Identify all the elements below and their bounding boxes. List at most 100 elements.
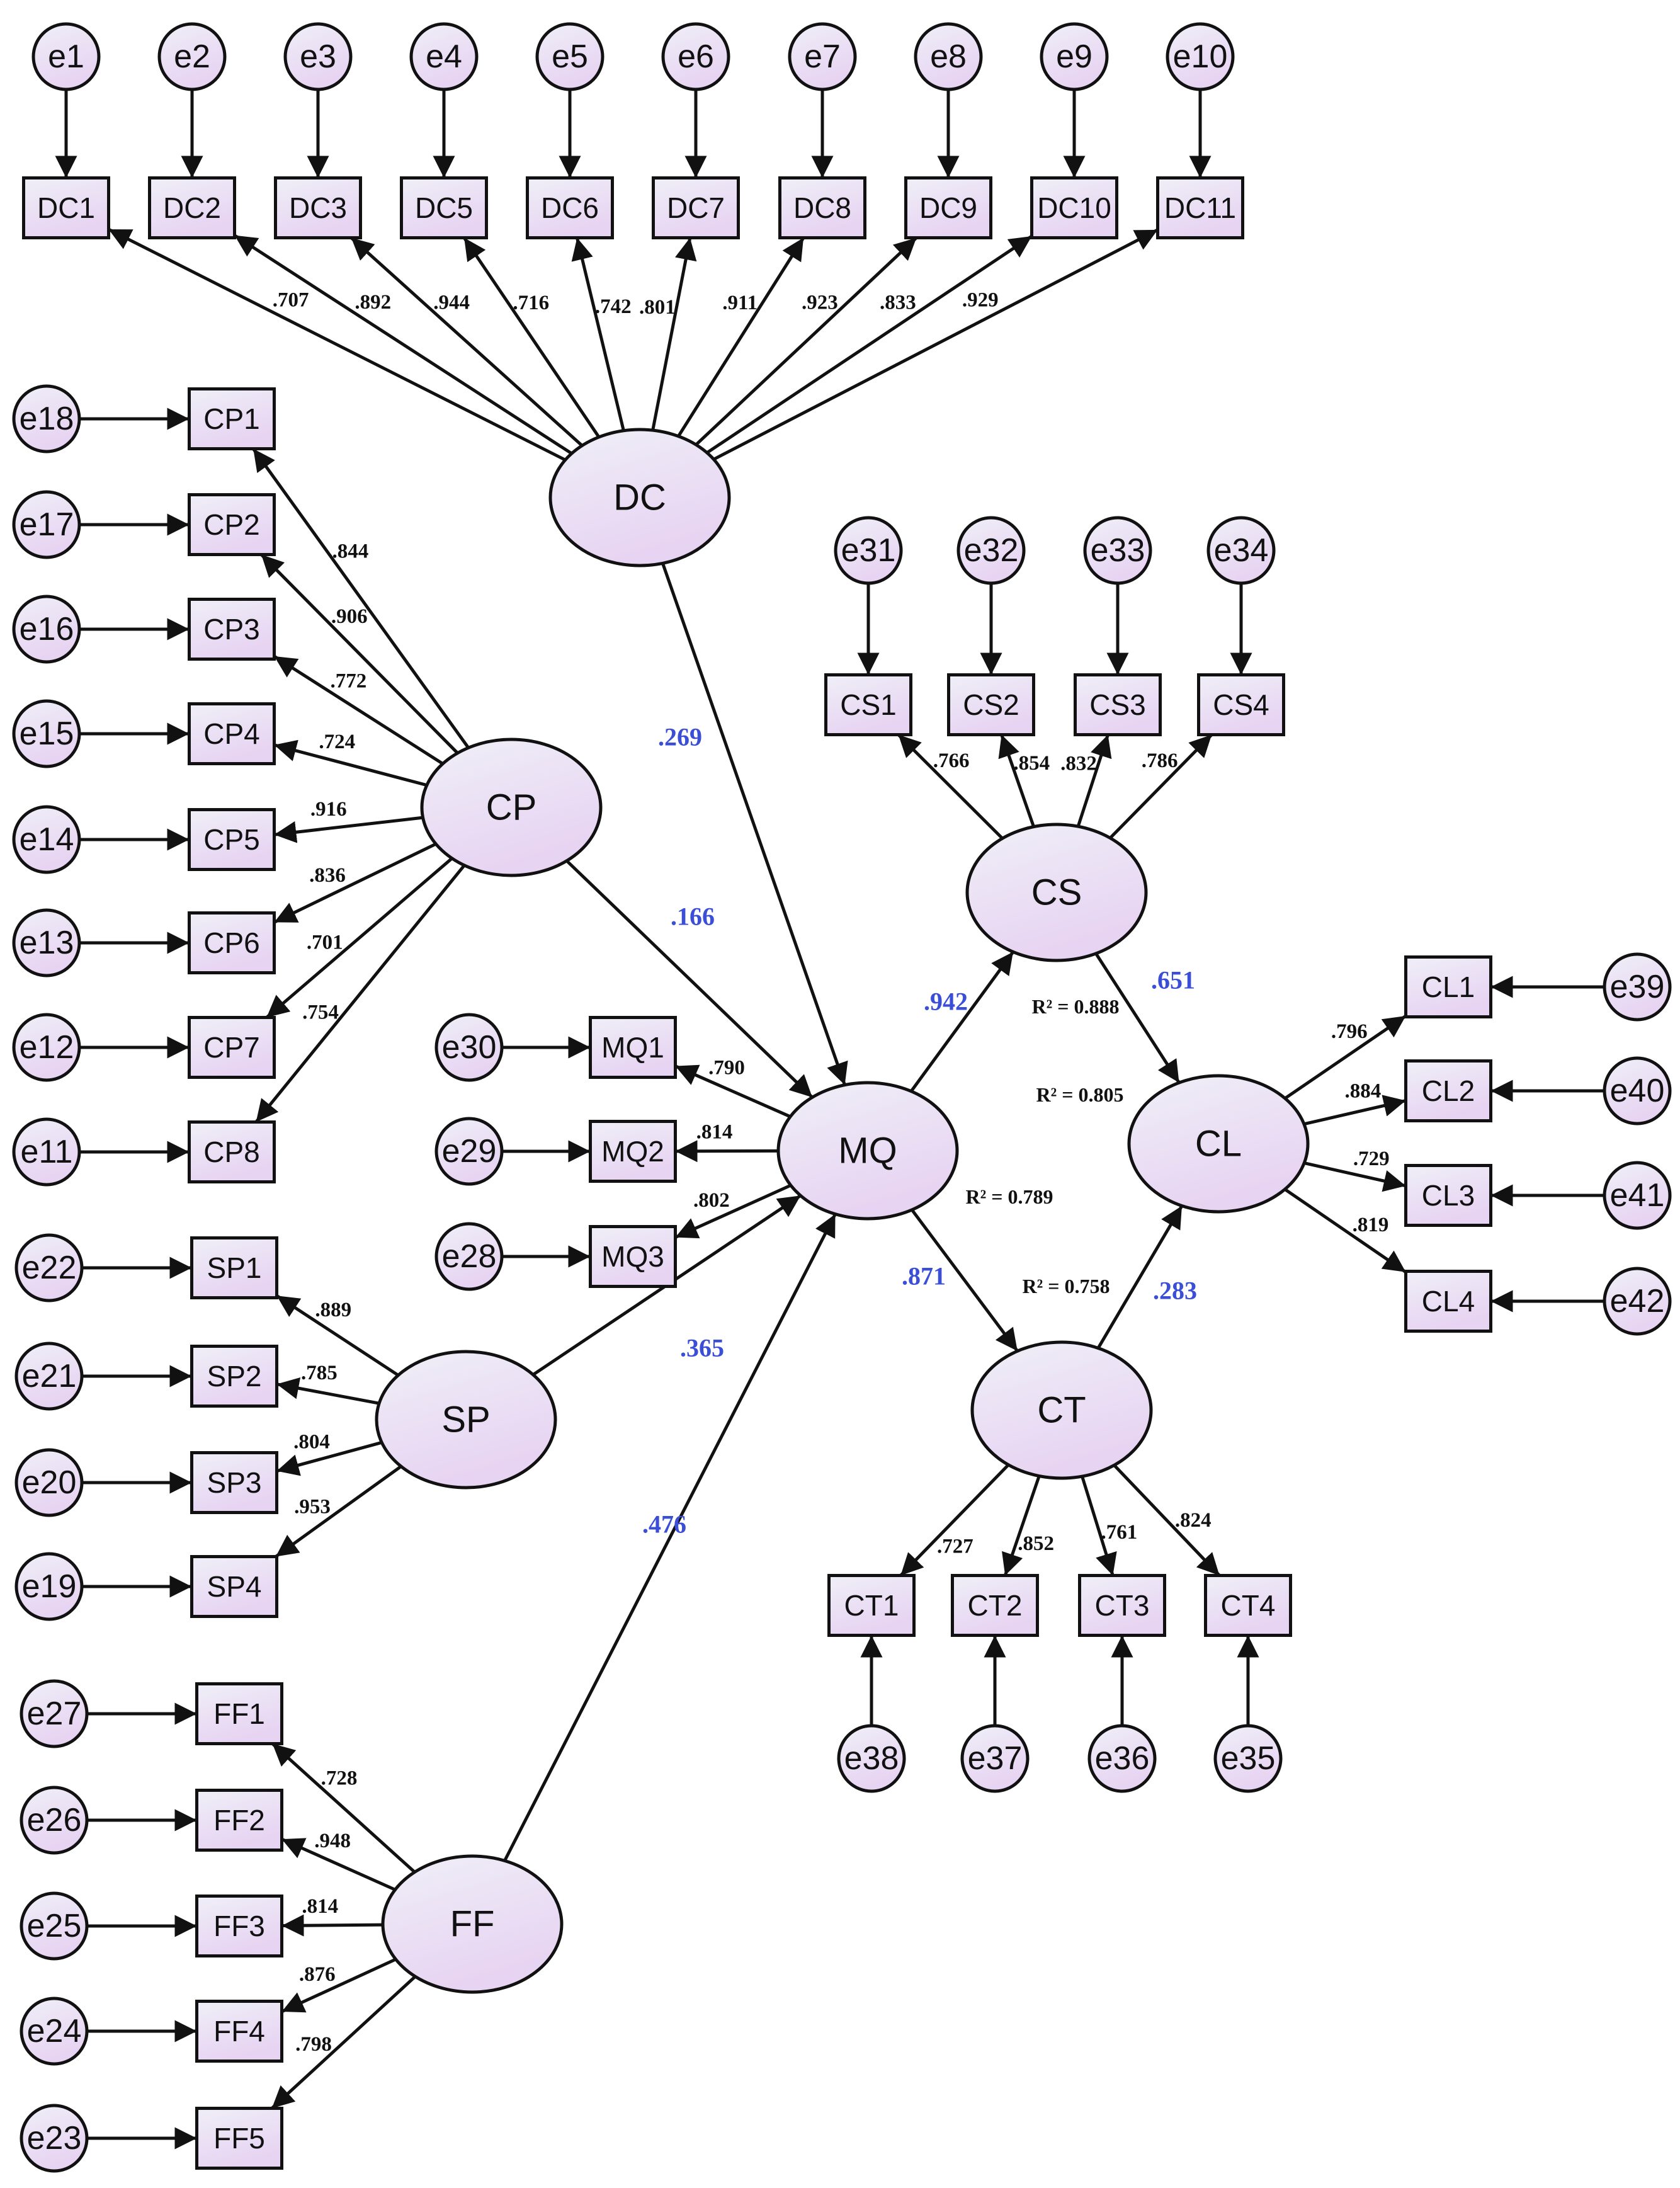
error-e2[interactable] [157, 22, 227, 91]
indicator-ct3[interactable] [1078, 1574, 1166, 1637]
indicator-ct2[interactable] [951, 1574, 1039, 1637]
indicator-ct1[interactable] [827, 1574, 916, 1637]
indicator-dc7[interactable] [652, 176, 740, 239]
error-e13[interactable] [12, 908, 81, 977]
indicator-cl3[interactable] [1404, 1164, 1492, 1227]
latent-cs[interactable] [965, 823, 1148, 962]
error-e11[interactable] [12, 1117, 81, 1187]
indicator-ff5[interactable] [195, 2107, 283, 2170]
latent-sp[interactable] [375, 1350, 557, 1490]
indicator-cp7[interactable] [188, 1016, 276, 1079]
indicator-cp2[interactable] [188, 493, 276, 556]
indicator-dc8[interactable] [778, 176, 866, 239]
latent-mq[interactable] [776, 1081, 959, 1221]
indicator-cp8[interactable] [188, 1120, 276, 1183]
error-e3[interactable] [283, 22, 353, 91]
loading-value-cp3: .772 [330, 670, 366, 693]
error-e41[interactable] [1603, 1161, 1672, 1230]
latent-ff[interactable] [381, 1854, 564, 1994]
loading-arrow-dc9 [695, 236, 918, 446]
error-e4[interactable] [409, 22, 479, 91]
indicator-sp4[interactable] [190, 1555, 278, 1618]
error-label-e8: e8 [930, 38, 967, 75]
error-e1[interactable] [31, 22, 101, 91]
indicator-ff2[interactable] [195, 1789, 283, 1852]
error-e6[interactable] [661, 22, 730, 91]
indicator-dc1[interactable] [22, 176, 110, 239]
error-e28[interactable] [434, 1222, 504, 1291]
indicator-dc6[interactable] [526, 176, 614, 239]
error-e9[interactable] [1040, 22, 1109, 91]
error-e10[interactable] [1166, 22, 1235, 91]
error-e42[interactable] [1603, 1267, 1672, 1336]
indicator-ff3[interactable] [195, 1895, 283, 1957]
error-e27[interactable] [20, 1679, 89, 1748]
indicator-cl1[interactable] [1404, 955, 1492, 1018]
indicator-sp1[interactable] [190, 1236, 278, 1299]
error-e36[interactable] [1087, 1724, 1157, 1793]
indicator-cp3[interactable] [188, 598, 276, 661]
error-e33[interactable] [1083, 516, 1152, 585]
error-e22[interactable] [14, 1233, 84, 1302]
indicator-dc9[interactable] [904, 176, 992, 239]
indicator-sp2[interactable] [190, 1345, 278, 1408]
indicator-cp5[interactable] [188, 808, 276, 871]
indicator-cp4[interactable] [188, 702, 276, 765]
indicator-cp6[interactable] [188, 911, 276, 974]
loading-value-cl2: .884 [1344, 1080, 1381, 1102]
indicator-mq3[interactable] [589, 1225, 677, 1288]
error-e25[interactable] [20, 1891, 89, 1961]
indicator-ff1[interactable] [195, 1682, 283, 1745]
error-e12[interactable] [12, 1013, 81, 1082]
error-e15[interactable] [12, 699, 81, 768]
indicator-dc10[interactable] [1030, 176, 1118, 239]
error-e8[interactable] [914, 22, 983, 91]
indicator-dc3[interactable] [274, 176, 362, 239]
indicator-dc5[interactable] [400, 176, 488, 239]
indicator-cl4[interactable] [1404, 1270, 1492, 1333]
error-e23[interactable] [20, 2104, 89, 2173]
error-e7[interactable] [788, 22, 857, 91]
indicator-cl2[interactable] [1404, 1059, 1492, 1122]
indicator-cs2[interactable] [947, 673, 1035, 736]
loading-value-cp4: .724 [319, 731, 355, 753]
latent-ct[interactable] [970, 1340, 1153, 1480]
error-e21[interactable] [14, 1342, 84, 1411]
error-e17[interactable] [12, 490, 81, 559]
error-e39[interactable] [1603, 952, 1672, 1022]
error-e16[interactable] [12, 595, 81, 664]
error-e5[interactable] [535, 22, 604, 91]
error-e14[interactable] [12, 805, 81, 874]
error-e30[interactable] [434, 1013, 504, 1082]
indicator-cs4[interactable] [1197, 673, 1285, 736]
error-e24[interactable] [20, 1997, 89, 2066]
error-e20[interactable] [14, 1448, 84, 1517]
latent-dc[interactable] [548, 428, 731, 567]
indicator-dc11[interactable] [1156, 176, 1244, 239]
error-e40[interactable] [1603, 1056, 1672, 1125]
error-e34[interactable] [1206, 516, 1276, 585]
latent-cl[interactable] [1127, 1074, 1310, 1214]
indicator-ct4[interactable] [1204, 1574, 1292, 1637]
error-e31[interactable] [834, 516, 903, 585]
error-e37[interactable] [960, 1724, 1030, 1793]
indicator-dc2[interactable] [148, 176, 236, 239]
loading-arrow-cp6 [273, 842, 437, 924]
latent-cp[interactable] [420, 738, 603, 877]
error-e19[interactable] [14, 1552, 84, 1621]
indicator-cs3[interactable] [1074, 673, 1162, 736]
indicator-ff4[interactable] [195, 2000, 283, 2063]
error-e35[interactable] [1213, 1724, 1283, 1793]
error-e38[interactable] [837, 1724, 906, 1793]
error-e26[interactable] [20, 1786, 89, 1855]
indicator-sp3[interactable] [190, 1451, 278, 1514]
indicator-cs1[interactable] [824, 673, 912, 736]
indicator-mq1[interactable] [589, 1016, 677, 1079]
error-e18[interactable] [12, 384, 81, 453]
indicator-mq2[interactable] [589, 1120, 677, 1183]
loading-value-dc1: .707 [273, 288, 309, 311]
indicator-cp1[interactable] [188, 387, 276, 450]
error-e29[interactable] [434, 1117, 504, 1186]
error-e32[interactable] [956, 516, 1026, 585]
